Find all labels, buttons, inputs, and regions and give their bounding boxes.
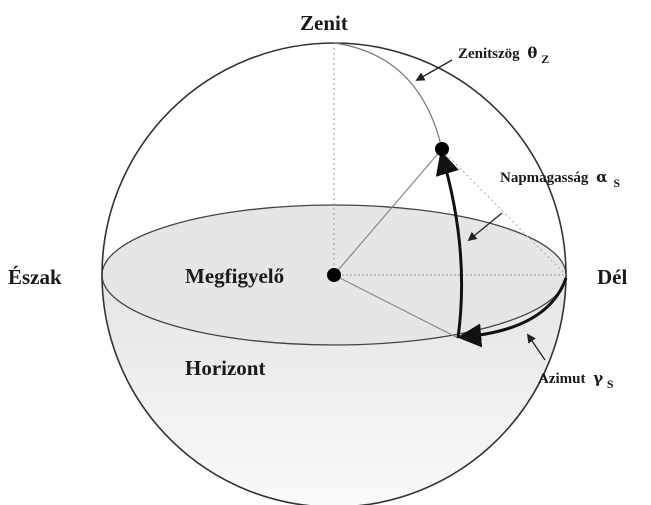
altitude-pointer xyxy=(467,212,503,242)
solar-altitude-label: Napmagasság α S xyxy=(500,168,620,190)
zenith-angle-arc xyxy=(333,42,443,150)
horizon-label: Horizont xyxy=(185,356,265,380)
sun-south-guide xyxy=(441,149,567,276)
azimuth-label: Azimut γ S xyxy=(538,369,614,391)
zenith-angle-label: Zenitszög θ Z xyxy=(458,44,549,66)
observer-label: Megfigyelő xyxy=(185,264,284,288)
lower-hemisphere xyxy=(102,275,566,505)
zenith-angle-pointer xyxy=(415,59,453,81)
observer-azimuth-line xyxy=(333,274,459,339)
zenith-label: Zenit xyxy=(300,11,348,35)
solar-altitude-arc xyxy=(435,150,464,339)
sun-point xyxy=(435,142,449,156)
north-label: Észak xyxy=(8,265,62,289)
observer-point xyxy=(327,268,341,282)
observer-sun-line xyxy=(333,148,443,276)
azimuth-arc xyxy=(457,277,568,348)
azimuth-pointer xyxy=(526,333,546,361)
south-label: Dél xyxy=(597,265,627,289)
